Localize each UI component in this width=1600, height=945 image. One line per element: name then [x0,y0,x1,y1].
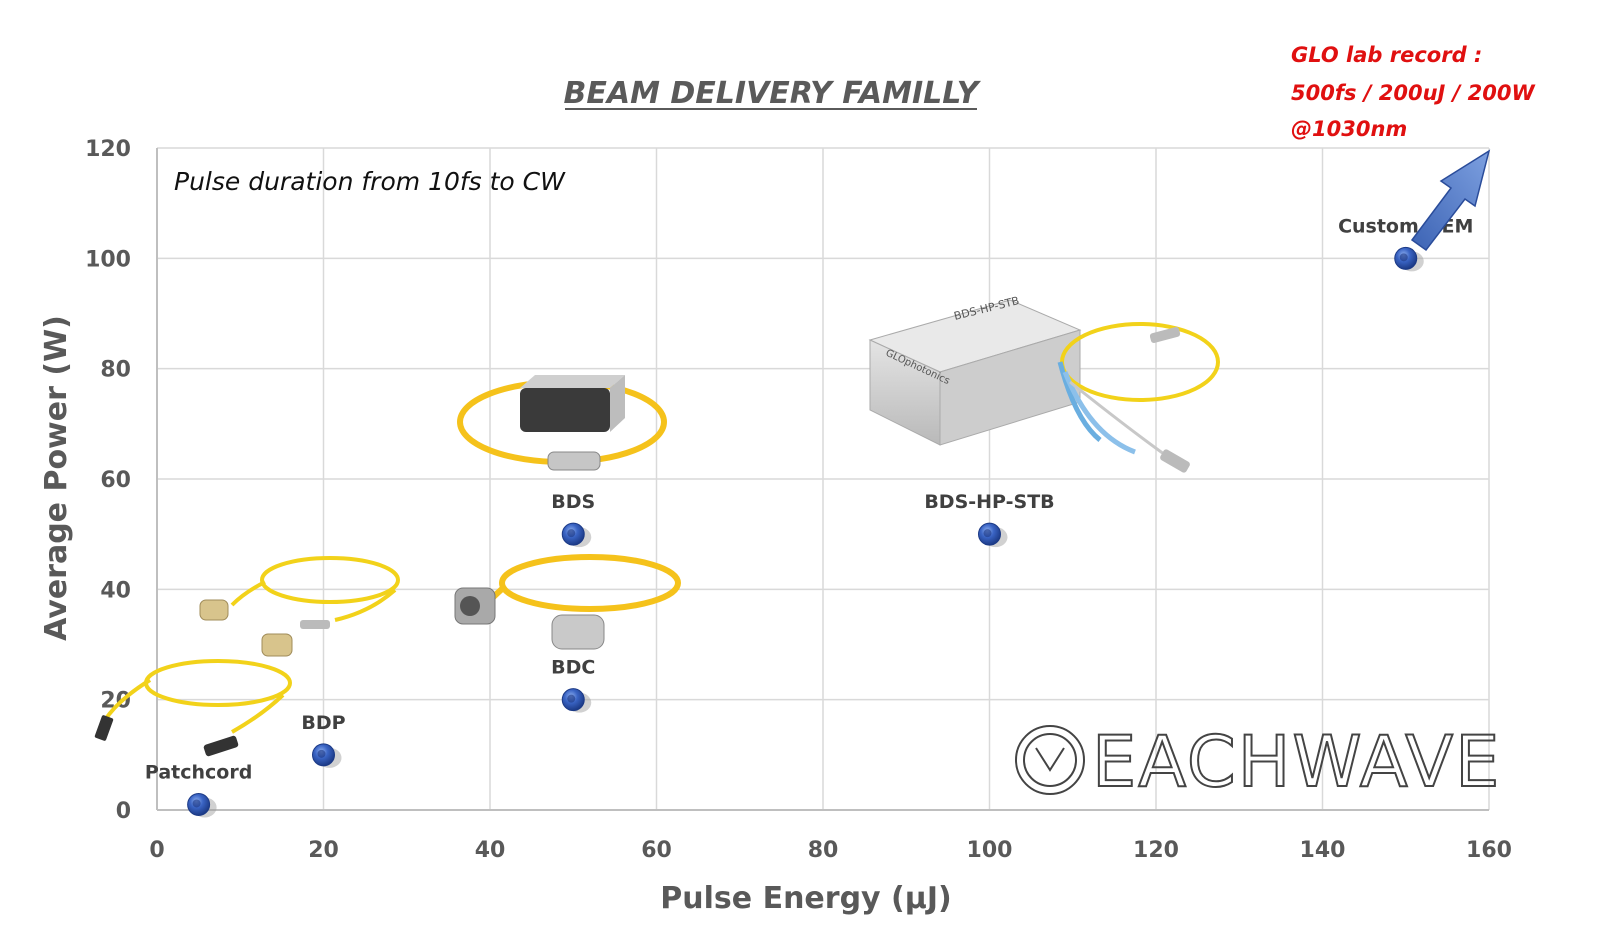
y-axis-label: Average Power (W) [39,315,74,641]
point-label: BDC [551,657,595,679]
patchcord-image [94,659,292,757]
x-tick-label: 160 [1466,838,1512,863]
eachwave-logo: EACHWAVE [1015,720,1501,804]
data-point-core [317,749,326,758]
grid-lines [156,147,1490,811]
watermark-text: EACHWAVE [1092,721,1501,803]
record-annotation: GLO lab record : 500fs / 200uJ / 200W @1… [1291,43,1535,141]
pulse-duration-annotation: Pulse duration from 10fs to CW [174,167,566,196]
record-line-3: @1030nm [1291,117,1407,141]
record-line-2: 500fs / 200uJ / 200W [1291,81,1535,105]
x-tick-label: 0 [149,838,164,863]
record-line-1: GLO lab record : [1291,43,1482,67]
record-arrow [1410,149,1491,252]
y-tick-label: 80 [100,358,131,383]
y-tick-label: 20 [100,689,131,714]
point-label: BDS-HP-STB [924,491,1054,513]
bds-image [457,375,667,471]
data-point-core [192,799,201,808]
y-tick-label: 0 [116,799,131,824]
x-tick-label: 40 [475,838,506,863]
y-tick-label: 40 [100,578,131,603]
x-axis-label: Pulse Energy (µJ) [660,881,951,916]
x-tick-label: 140 [1300,838,1346,863]
point-label: Custom OEM [1338,215,1473,237]
y-tick-label: 120 [85,137,131,162]
data-point-core [567,694,576,703]
x-tick-label: 100 [967,838,1013,863]
bds-hp-stb-image: BDS-HP-STB GLOphotonics [868,294,1220,473]
y-tick-label: 100 [85,247,131,272]
x-tick-label: 80 [808,838,839,863]
y-tick-label: 60 [100,468,131,493]
x-tick-label: 20 [308,838,339,863]
axes: 0 20 40 60 80 100 120 140 160 0 20 40 60 80 100 120 [85,137,1512,863]
data-point-core [983,529,992,538]
point-label: BDS [551,491,595,513]
data-point-core [1399,253,1408,262]
data-point-core [567,529,576,538]
x-tick-label: 120 [1133,838,1179,863]
bdc-image [454,554,681,650]
point-label: BDP [301,712,345,734]
chart-title: BEAM DELIVERY FAMILLY [564,76,982,111]
x-tick-label: 60 [641,838,672,863]
bdp-image [199,556,400,657]
point-label: Patchcord [145,761,252,783]
